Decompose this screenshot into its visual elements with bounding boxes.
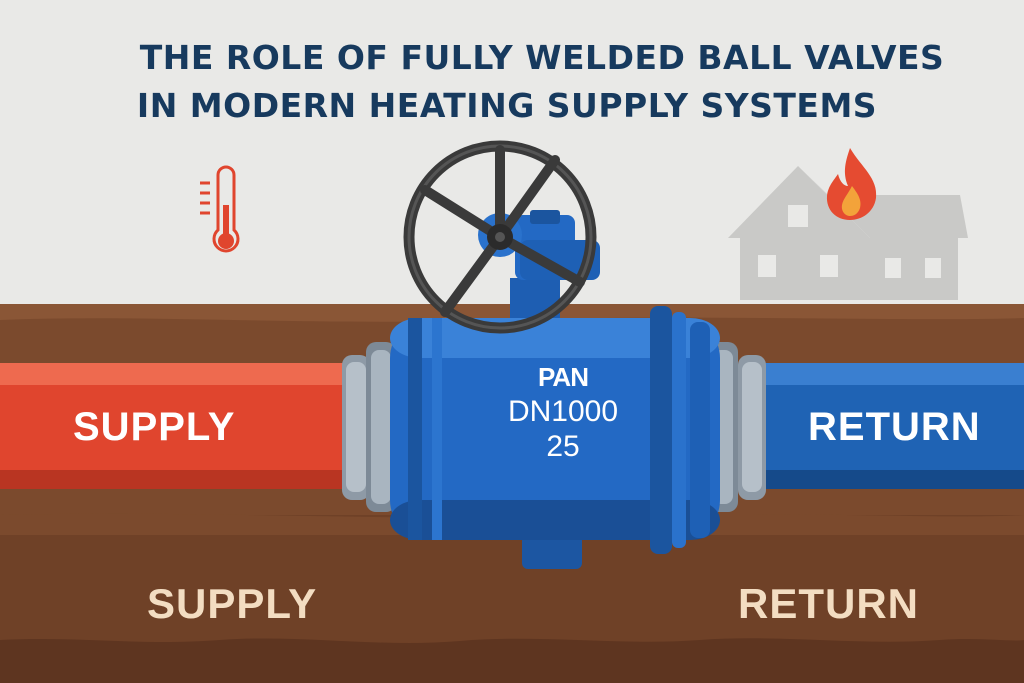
return-pipe [740, 363, 1024, 489]
return-ground-label: RETURN [738, 580, 919, 627]
valve-body [390, 278, 720, 569]
page-title-line-1: THE ROLE OF FULLY WELDED BALL VALVES [139, 38, 945, 77]
flame-icon [826, 148, 877, 220]
supply-ground-label: SUPPLY [147, 580, 318, 627]
house-icon [728, 166, 968, 300]
page-title-line-2: IN MODERN HEATING SUPPLY SYSTEMS [136, 86, 878, 125]
supply-pipe [0, 363, 360, 489]
valve-brand-label: PAN [538, 362, 589, 392]
left-weld-collar [342, 342, 396, 512]
return-pipe-label: RETURN [808, 405, 981, 449]
thermometer-icon [200, 165, 240, 253]
valve-pressure-label: 25 [546, 430, 580, 463]
handwheel-icon [403, 140, 600, 334]
supply-pipe-label: SUPPLY [73, 405, 236, 449]
valve-size-label: DN1000 [507, 395, 619, 428]
